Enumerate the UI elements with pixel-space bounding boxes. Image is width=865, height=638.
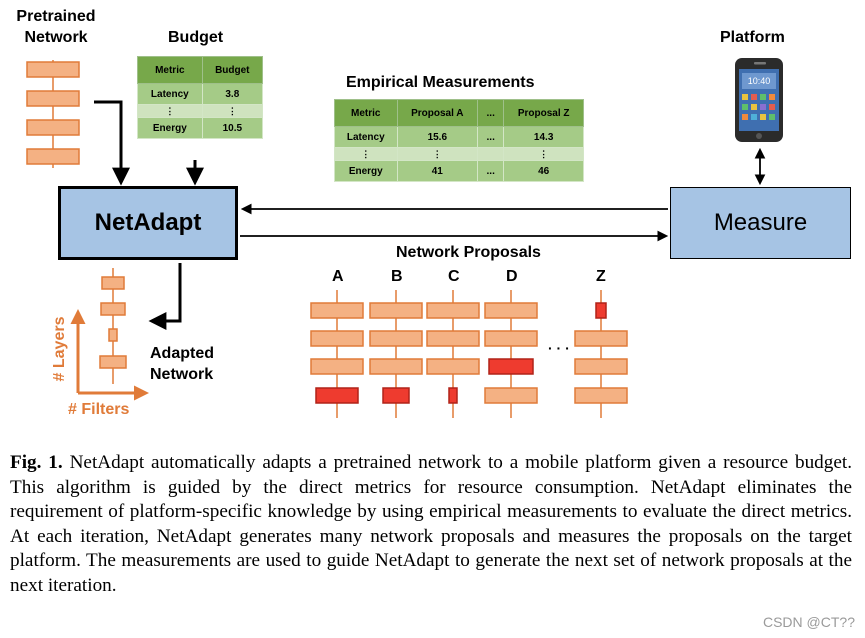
proposal-column-z (574, 290, 628, 418)
proposal-column-a (310, 290, 364, 418)
empirical-header-proposal-a: Proposal A (396, 99, 479, 127)
platform-label: Platform (720, 29, 785, 46)
table-cell: ... (477, 126, 505, 148)
budget-header-budget: Budget (201, 56, 264, 84)
netadapt-to-adapted-arrow (148, 263, 182, 330)
adapted-network-label: Adapted Network (150, 343, 214, 385)
empirical-header-ellipsis: ... (477, 99, 505, 127)
proposal-letter-b: B (391, 268, 403, 285)
proposal-ellipsis: · · · (548, 340, 570, 356)
table-cell: Latency (334, 126, 398, 148)
proposal-column-d (484, 290, 538, 418)
caption-text: NetAdapt automatically adapts a pretrain… (10, 452, 852, 596)
table-cell: ⋮ (201, 104, 264, 118)
empirical-header-proposal-z: Proposal Z (503, 99, 584, 127)
table-row: Latency 3.8 (137, 83, 264, 105)
table-cell: Energy (137, 117, 203, 139)
diagram-canvas (26, 58, 783, 418)
adapted-label-line2: Network (150, 366, 214, 383)
pretrained-to-netadapt-arrow (94, 100, 130, 186)
table-row: ⋮ ⋮ ⋮ (334, 147, 584, 161)
adapted-label-line1: Adapted (150, 345, 214, 362)
table-cell: 41 (396, 160, 479, 182)
watermark: CSDN @CT?? (762, 614, 855, 630)
netadapt-box: NetAdapt (58, 186, 238, 260)
netadapt-label: NetAdapt (94, 209, 202, 236)
table-cell: 46 (503, 160, 584, 182)
empirical-measurements-table: Metric Proposal A ... Proposal Z Latency… (334, 99, 584, 182)
measure-box: Measure (670, 187, 851, 259)
table-cell: ⋮ (334, 147, 398, 161)
layers-axis-anchor (50, 396, 68, 397)
empirical-table-header: Metric Proposal A ... Proposal Z (334, 99, 584, 127)
table-row: Energy 41 ... 46 (334, 160, 584, 182)
table-cell: ⋮ (503, 147, 584, 161)
budget-label: Budget (168, 29, 224, 46)
pretrained-network-stack (26, 60, 80, 168)
adapted-network-stack (99, 268, 127, 384)
phone-clock: 10:40 (747, 76, 771, 86)
table-cell: 14.3 (503, 126, 584, 148)
layers-filters-axes (70, 309, 149, 401)
figure-caption: Fig. 1. NetAdapt automatically adapts a … (10, 451, 852, 598)
smartphone-icon (735, 58, 783, 142)
table-cell: Energy (334, 160, 398, 182)
measure-label: Measure (713, 209, 808, 236)
proposal-letter-z: Z (596, 268, 606, 285)
proposal-column-b (369, 290, 423, 418)
table-cell: 10.5 (201, 117, 264, 139)
filters-axis-label: # Filters (68, 401, 130, 418)
table-cell: ... (477, 160, 505, 182)
proposal-letter-c: C (448, 268, 460, 285)
table-cell: Latency (137, 83, 203, 105)
table-row: ⋮ ⋮ (137, 104, 264, 118)
empirical-header-metric: Metric (334, 99, 398, 127)
table-row: Energy 10.5 (137, 117, 264, 139)
layers-axis-label: # Layers (51, 316, 68, 382)
table-row: Latency 15.6 ... 14.3 (334, 126, 584, 148)
proposal-column-c (426, 290, 480, 418)
budget-table-header: Metric Budget (137, 56, 264, 84)
caption-prefix: Fig. 1. (10, 452, 63, 473)
proposal-letter-a: A (332, 268, 344, 285)
pretrained-network-label: Pretrained Network (8, 6, 104, 48)
budget-header-metric: Metric (137, 56, 203, 84)
proposal-letter-d: D (506, 268, 518, 285)
pretrained-label-line2: Network (24, 29, 88, 46)
table-cell (477, 147, 505, 161)
table-cell: 15.6 (396, 126, 479, 148)
empirical-measurements-label: Empirical Measurements (346, 74, 535, 91)
table-cell: ⋮ (396, 147, 479, 161)
table-cell: ⋮ (137, 104, 203, 118)
table-cell: 3.8 (201, 83, 264, 105)
pretrained-label-line1: Pretrained (16, 8, 96, 25)
budget-table: Metric Budget Latency 3.8 ⋮ ⋮ Energy 10.… (137, 56, 264, 139)
network-proposals-label: Network Proposals (396, 244, 541, 261)
